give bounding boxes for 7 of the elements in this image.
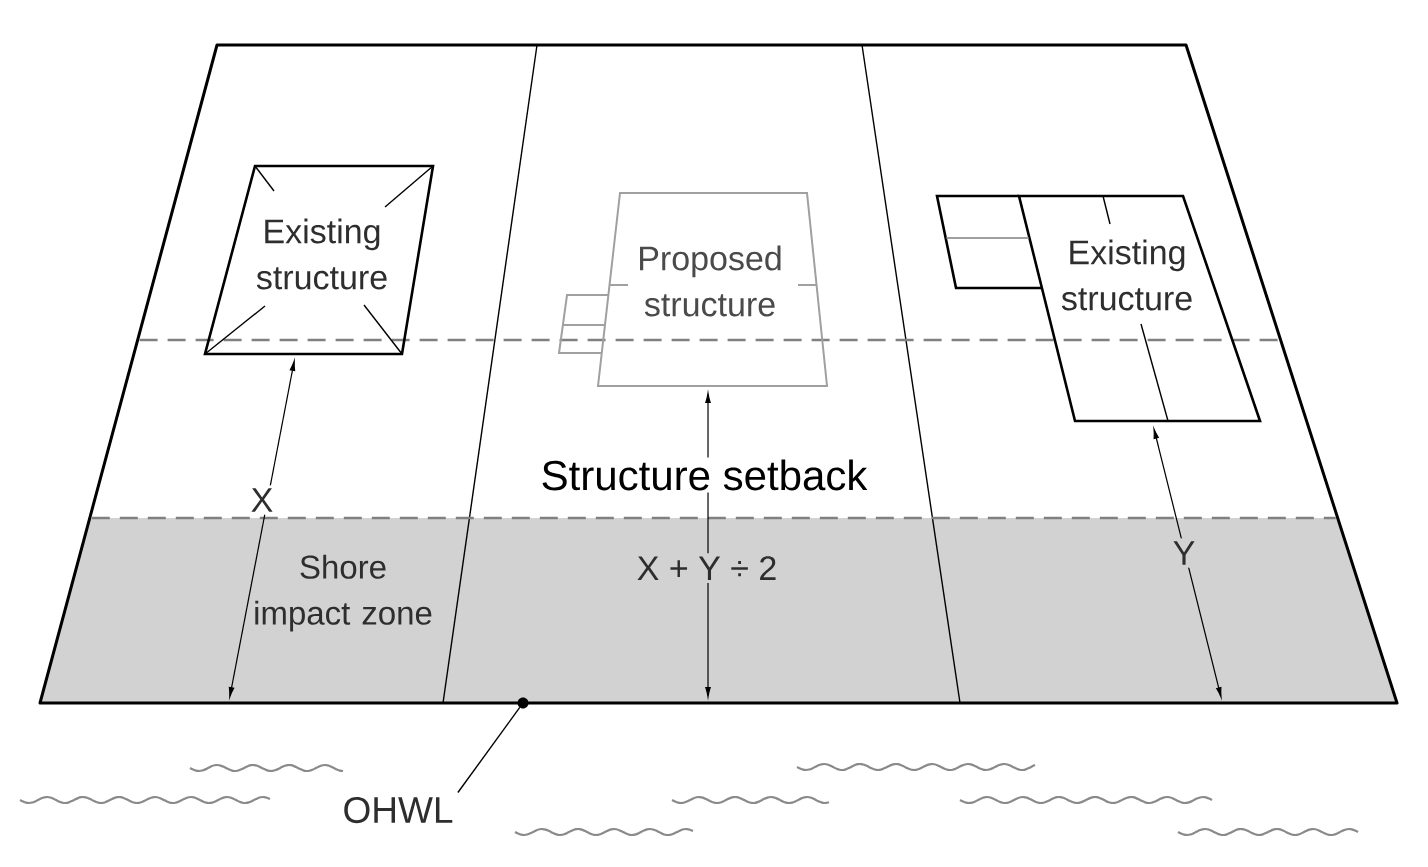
dimension-label: Y	[1169, 538, 1199, 568]
dimension-label: X	[247, 485, 277, 515]
zone-label: Structure setback	[538, 457, 870, 493]
dimension-label: X + Y ÷ 2	[633, 553, 781, 583]
building-outline: Proposed structure	[557, 192, 829, 387]
callout-label: OHWL	[344, 796, 453, 824]
leader-line	[457, 706, 521, 794]
